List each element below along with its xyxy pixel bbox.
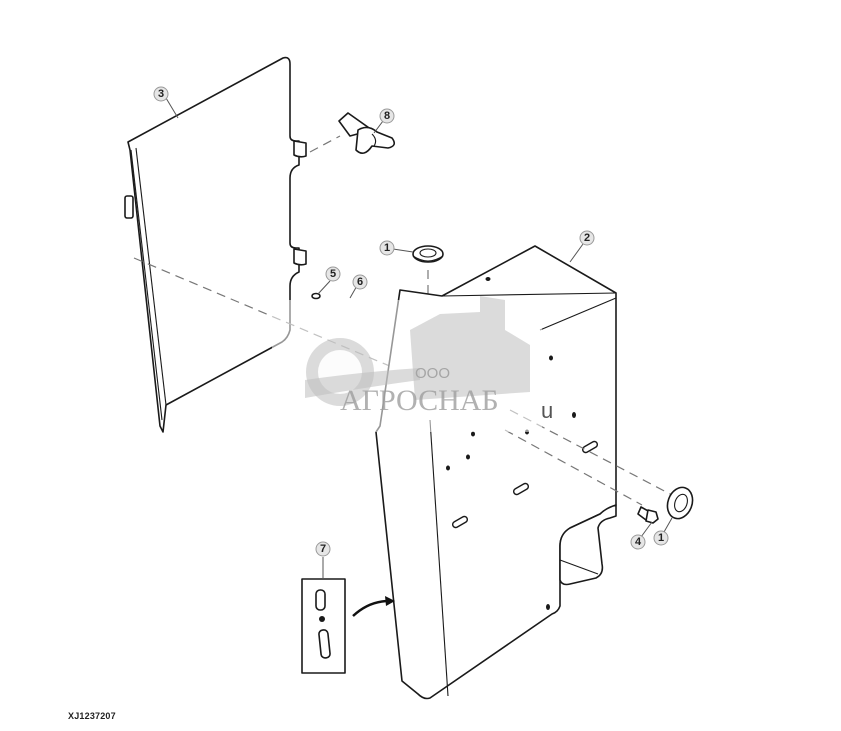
figure-id-label: XJ1237207 — [68, 711, 116, 721]
svg-text:7: 7 — [320, 543, 326, 555]
callout-5[interactable]: 5 — [325, 266, 341, 282]
callout-1-top[interactable]: 1 — [379, 240, 414, 256]
grommet-side-part-1 — [663, 486, 694, 533]
grommet-top-part-1 — [412, 245, 444, 300]
svg-text:4: 4 — [635, 536, 642, 548]
bolt-part-4 — [637, 506, 659, 538]
callout-8[interactable]: 8 — [373, 108, 395, 134]
svg-text:1: 1 — [658, 532, 664, 544]
alignment-line-bolt — [504, 429, 643, 506]
svg-text:3: 3 — [158, 88, 164, 100]
watermark-prefix: ООО — [415, 365, 450, 382]
svg-text:1: 1 — [384, 242, 390, 254]
callout-1-side[interactable]: 1 — [653, 530, 669, 546]
pin-kit-part-7 — [301, 557, 395, 674]
svg-text:8: 8 — [384, 110, 390, 122]
svg-text:6: 6 — [357, 276, 363, 288]
callout-7[interactable]: 7 — [315, 541, 331, 557]
clip-part-5 — [311, 280, 331, 300]
watermark-suffix: u — [541, 398, 553, 423]
callout-3[interactable]: 3 — [153, 86, 179, 119]
side-panel-part-3 — [124, 56, 307, 433]
watermark-logo: ООО АГРОСНАБ u — [272, 296, 553, 432]
callout-2[interactable]: 2 — [569, 230, 595, 263]
watermark-brand: АГРОСНАБ — [340, 384, 499, 417]
callout-6[interactable]: 6 — [352, 274, 368, 290]
latch-part-8 — [309, 112, 396, 154]
svg-text:5: 5 — [330, 268, 336, 280]
callout-4[interactable]: 4 — [630, 534, 646, 550]
svg-text:2: 2 — [584, 232, 590, 244]
